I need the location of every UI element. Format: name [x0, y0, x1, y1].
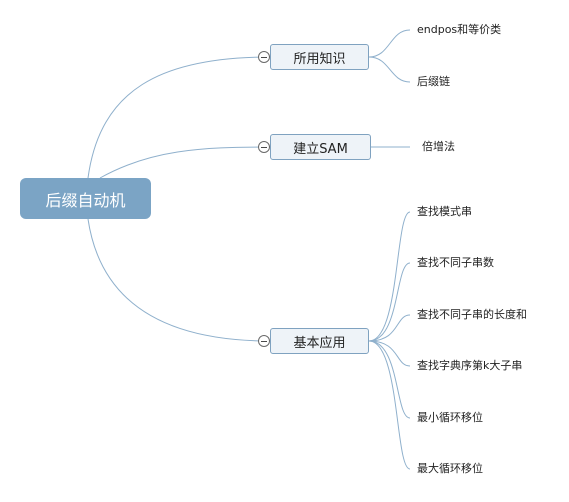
collapse-branch-3-icon[interactable]: [258, 335, 270, 347]
connector-branch-3-leaf-3: [368, 314, 411, 342]
leaf-topic[interactable]: 查找模式串: [417, 205, 472, 218]
connector-branch-3-leaf-1: [368, 211, 411, 342]
connector-branch-3-leaf-5: [368, 340, 411, 419]
branch-topic-2-label: 建立SAM: [293, 141, 348, 157]
leaf-topic[interactable]: 查找字典序第k大子串: [417, 359, 523, 372]
branch-topic-3-label: 基本应用: [293, 335, 346, 351]
connector-branch-3-leaf-2: [368, 262, 411, 342]
root-topic[interactable]: 后缀自动机: [20, 178, 151, 219]
leaf-topic[interactable]: 查找不同子串数: [417, 256, 494, 269]
collapse-branch-2-icon[interactable]: [258, 141, 270, 153]
connector-branch-1-leaf-1: [368, 29, 411, 58]
leaf-topic[interactable]: 最小循环移位: [417, 411, 483, 424]
branch-topic-3[interactable]: 基本应用: [270, 328, 369, 354]
leaf-topic[interactable]: endpos和等价类: [417, 23, 502, 36]
connector-branch-3-leaf-4: [368, 340, 411, 367]
connector-branch-1-leaf-2: [368, 56, 411, 83]
branch-topic-1-label: 所用知识: [293, 51, 346, 67]
connector-branch-3-leaf-6: [368, 340, 411, 470]
connector-root-to-branch-1: [87, 56, 271, 179]
branch-topic-1[interactable]: 所用知识: [270, 44, 369, 70]
branch-topic-2[interactable]: 建立SAM: [270, 134, 371, 160]
collapse-branch-1-icon[interactable]: [258, 51, 270, 63]
leaf-topic[interactable]: 查找不同子串的长度和: [417, 308, 527, 321]
leaf-topic[interactable]: 最大循环移位: [417, 462, 483, 475]
root-topic-label: 后缀自动机: [45, 190, 126, 210]
connector-root-to-branch-3: [87, 218, 271, 342]
connector-root-to-branch-2: [99, 146, 271, 179]
leaf-topic[interactable]: 后缀链: [417, 75, 450, 88]
leaf-topic[interactable]: 倍增法: [422, 140, 455, 153]
